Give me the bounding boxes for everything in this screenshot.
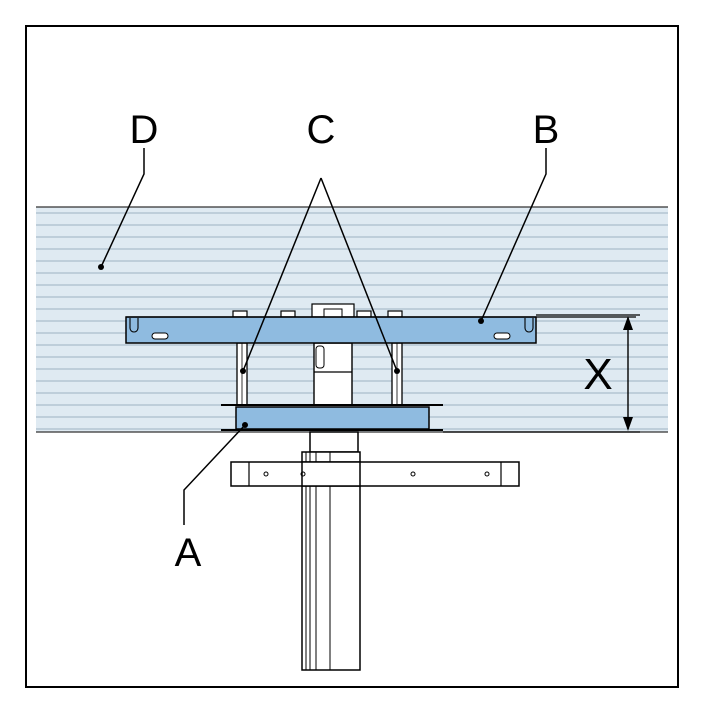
crossbar	[230, 461, 520, 487]
leader-lines	[100, 148, 547, 525]
label-c: C	[307, 108, 336, 152]
bracket-a	[221, 404, 443, 431]
label-d: D	[130, 108, 159, 152]
label-a: A	[175, 531, 202, 575]
bolt-heads	[232, 303, 403, 318]
support-column	[301, 431, 361, 671]
leader-dots	[98, 264, 484, 428]
label-b: B	[533, 108, 560, 152]
center-post	[313, 342, 353, 406]
dimension-x	[443, 314, 640, 433]
label-dimension-x: X	[583, 350, 612, 399]
bracket-b	[125, 316, 636, 344]
